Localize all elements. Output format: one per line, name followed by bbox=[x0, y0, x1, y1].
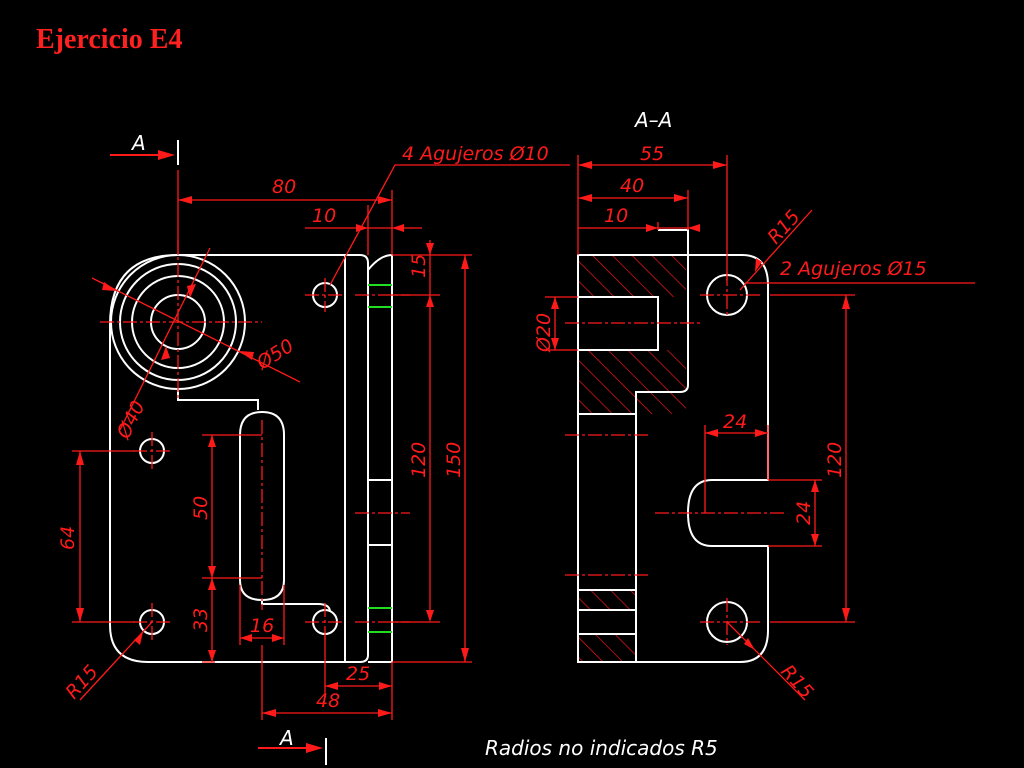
dim-120-front: 120 bbox=[408, 442, 430, 478]
rib-profile bbox=[367, 253, 393, 663]
dimensions-section: 55 40 10 Ø20 R15 2 Aguj bbox=[533, 143, 975, 703]
note-holes-right: 2 Agujeros Ø15 bbox=[780, 258, 927, 280]
dim-phi40: Ø40 bbox=[112, 397, 149, 443]
dim-r15-section-top: R15 bbox=[763, 206, 804, 249]
note-radii: Radios no indicados R5 bbox=[485, 736, 718, 760]
dim-33: 33 bbox=[190, 608, 212, 632]
slot bbox=[239, 410, 285, 602]
cut-label-bottom: A bbox=[278, 726, 294, 750]
dim-50: 50 bbox=[190, 496, 212, 520]
dim-phi20: Ø20 bbox=[533, 313, 555, 353]
dim-150: 150 bbox=[443, 442, 465, 478]
note-holes-left: 4 Agujeros Ø10 bbox=[402, 143, 549, 165]
dim-25: 25 bbox=[346, 663, 370, 685]
front-view-outline bbox=[109, 254, 369, 663]
section-cut-marker-top: A bbox=[110, 131, 179, 165]
dim-15: 15 bbox=[408, 254, 430, 278]
dim-16: 16 bbox=[250, 615, 274, 637]
dim-10-section: 10 bbox=[604, 205, 628, 227]
dim-24-vertical: 24 bbox=[793, 501, 815, 525]
section-label: A–A bbox=[633, 108, 672, 132]
hidden-lines bbox=[368, 284, 392, 633]
dim-48: 48 bbox=[316, 690, 340, 712]
dim-r15-section-bottom: R15 bbox=[776, 661, 817, 704]
dim-120-section: 120 bbox=[824, 442, 846, 478]
front-view: A A 80 4 Agujeros Ø10 10 bbox=[57, 131, 570, 765]
page-title: Ejercicio E4 bbox=[36, 24, 183, 55]
dim-40: 40 bbox=[620, 175, 644, 197]
section-cut-marker-bottom: A bbox=[258, 726, 327, 765]
dim-80: 80 bbox=[272, 176, 296, 198]
dim-24-horizontal: 24 bbox=[723, 411, 747, 433]
dim-r15-front: R15 bbox=[61, 661, 102, 704]
dim-64: 64 bbox=[57, 526, 79, 550]
cut-label-top: A bbox=[130, 131, 146, 155]
dim-55: 55 bbox=[640, 143, 664, 165]
dimensions-front: 80 4 Agujeros Ø10 10 15 120 bbox=[57, 143, 570, 720]
section-view: A–A bbox=[533, 108, 975, 703]
dim-10-front: 10 bbox=[312, 205, 336, 227]
